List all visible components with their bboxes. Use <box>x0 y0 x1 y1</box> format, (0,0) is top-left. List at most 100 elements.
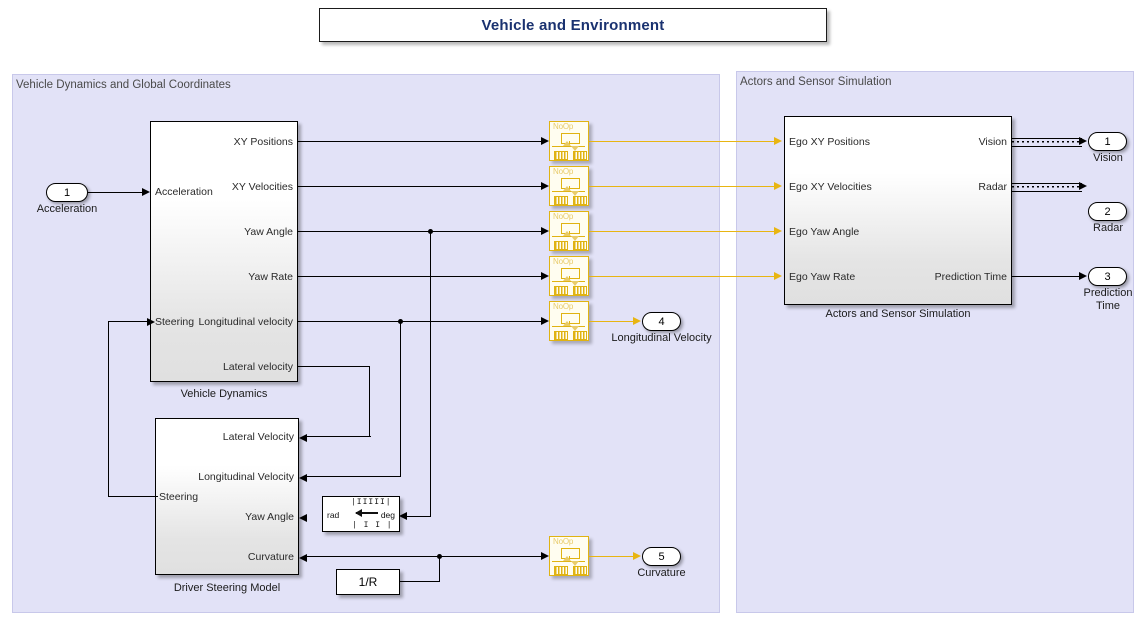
signal-xy-positions <box>298 141 544 143</box>
dsm-output-curvature: Curvature <box>247 551 294 563</box>
block-gain-one-over-r[interactable]: 1/R <box>336 569 400 595</box>
block-driver-steering-model[interactable] <box>155 418 299 575</box>
arrow-icon <box>774 272 782 280</box>
signal-longvel-to-dsm <box>303 476 401 478</box>
pad-right-icon <box>573 196 587 205</box>
logged-signal-ego-xy-positions <box>589 141 777 143</box>
block-noop-curvature[interactable]: NoOp <box>549 536 589 576</box>
vd-input-steering: Steering <box>155 316 195 328</box>
block-noop-longitudinal-velocity[interactable]: NoOp <box>549 301 589 341</box>
signal-curvature <box>303 556 544 558</box>
arrow-icon <box>142 188 150 196</box>
diagram-title-banner: Vehicle and Environment <box>319 8 827 42</box>
arrow-icon <box>633 317 641 325</box>
signal-yaw-angle-branch <box>430 231 432 517</box>
arrow-icon <box>774 227 782 235</box>
block-noop-xy-velocities[interactable]: NoOp <box>549 166 589 206</box>
triangle-down-icon <box>571 191 579 196</box>
dsm-output-yaw-angle: Yaw Angle <box>245 511 294 523</box>
arrow-icon <box>299 474 307 482</box>
signal-yaw-angle-to-converter <box>403 516 431 518</box>
ass-input-ego-xy-velocities: Ego XY Velocities <box>789 181 872 193</box>
bus-line-icon <box>552 236 585 238</box>
arrow-icon <box>541 317 549 325</box>
signal-xy-velocities <box>298 186 544 188</box>
block-actors-and-sensor-simulation[interactable] <box>784 116 1012 305</box>
triangle-down-icon <box>571 561 579 566</box>
bus-signal-radar <box>1012 183 1082 192</box>
logged-signal-longitudinal-velocity <box>589 321 635 323</box>
signal-lateral-velocity-down <box>369 366 371 437</box>
signal-longvel-branch <box>400 321 402 477</box>
triangle-up-icon <box>563 321 571 326</box>
ass-input-ego-xy-positions: Ego XY Positions <box>789 136 870 148</box>
block-noop-yaw-rate[interactable]: NoOp <box>549 256 589 296</box>
block-actors-sensor-name: Actors and Sensor Simulation <box>825 308 971 320</box>
arrow-icon <box>299 434 307 442</box>
pad-left-icon <box>554 241 568 250</box>
inport-acceleration[interactable]: 1 <box>46 183 88 202</box>
bus-line-icon <box>552 191 585 193</box>
arrow-icon <box>399 512 407 520</box>
ass-output-vision: Vision <box>978 136 1007 148</box>
logged-signal-ego-yaw-rate <box>589 276 777 278</box>
outport-longitudinal-velocity[interactable]: 4 <box>642 312 681 331</box>
vd-output-xy-positions: XY Positions <box>233 136 293 148</box>
arrow-icon <box>1079 272 1087 280</box>
arrow-icon <box>633 552 641 560</box>
pad-left-icon <box>554 196 568 205</box>
noop-caption: NoOp <box>553 212 574 221</box>
vd-output-xy-velocities: XY Velocities <box>231 181 293 193</box>
triangle-up-icon <box>563 556 571 561</box>
block-vehicle-dynamics[interactable] <box>150 121 298 382</box>
signal-steering-loop <box>108 322 110 497</box>
dsm-output-longitudinal-velocity: Longitudinal Velocity <box>198 471 294 483</box>
block-noop-xy-positions[interactable]: NoOp <box>549 121 589 161</box>
noop-caption: NoOp <box>553 122 574 131</box>
outport-prediction-time[interactable]: 3 <box>1088 267 1127 286</box>
outport-radar-label: Radar <box>1093 222 1123 234</box>
arrow-icon <box>1079 182 1087 190</box>
subsystem-vehicle-dynamics-label: Vehicle Dynamics and Global Coordinates <box>16 79 231 91</box>
signal-lateral-velocity-to-dsm <box>303 436 371 438</box>
pad-right-icon <box>573 331 587 340</box>
converter-arrow-icon <box>355 509 378 517</box>
block-noop-yaw-angle[interactable]: NoOp <box>549 211 589 251</box>
triangle-down-icon <box>571 146 579 151</box>
triangle-down-icon <box>571 326 579 331</box>
dsm-output-lateral-velocity: Lateral Velocity <box>222 431 294 443</box>
outport-curvature-label: Curvature <box>637 567 686 579</box>
ass-input-ego-yaw-rate: Ego Yaw Rate <box>789 271 856 283</box>
outport-vision-label: Vision <box>1093 152 1123 164</box>
outport-prediction-time-line2: Time <box>1095 300 1121 312</box>
arrow-icon <box>299 514 307 522</box>
signal-longitudinal-velocity <box>298 321 544 323</box>
converter-right-unit: deg <box>380 510 395 520</box>
subsystem-actors-sensor-label: Actors and Sensor Simulation <box>740 76 892 88</box>
arrow-icon <box>1079 137 1087 145</box>
bus-line-icon <box>552 561 585 563</box>
outport-curvature[interactable]: 5 <box>642 547 681 566</box>
logged-signal-ego-xy-velocities <box>589 186 777 188</box>
triangle-up-icon <box>563 231 571 236</box>
outport-vision[interactable]: 1 <box>1088 132 1127 151</box>
signal-gain-feed <box>400 581 440 583</box>
bus-line-icon <box>552 146 585 148</box>
signal-steering-in <box>108 321 148 323</box>
vd-output-yaw-angle: Yaw Angle <box>244 226 293 238</box>
signal-lateral-velocity <box>298 366 370 368</box>
vd-output-lateral-velocity: Lateral velocity <box>222 361 293 373</box>
pad-right-icon <box>573 241 587 250</box>
signal-prediction-time <box>1012 276 1083 278</box>
ass-output-prediction-time: Prediction Time <box>934 271 1007 283</box>
block-unit-conversion[interactable]: rad deg |IIIII| | I I | <box>322 496 400 532</box>
bus-signal-vision <box>1012 138 1082 147</box>
noop-caption: NoOp <box>553 537 574 546</box>
triangle-down-icon <box>571 281 579 286</box>
noop-caption: NoOp <box>553 257 574 266</box>
pad-right-icon <box>573 151 587 160</box>
pad-right-icon <box>573 286 587 295</box>
logged-signal-ego-yaw-angle <box>589 231 777 233</box>
outport-radar[interactable]: 2 <box>1088 202 1127 221</box>
arrow-icon <box>774 137 782 145</box>
